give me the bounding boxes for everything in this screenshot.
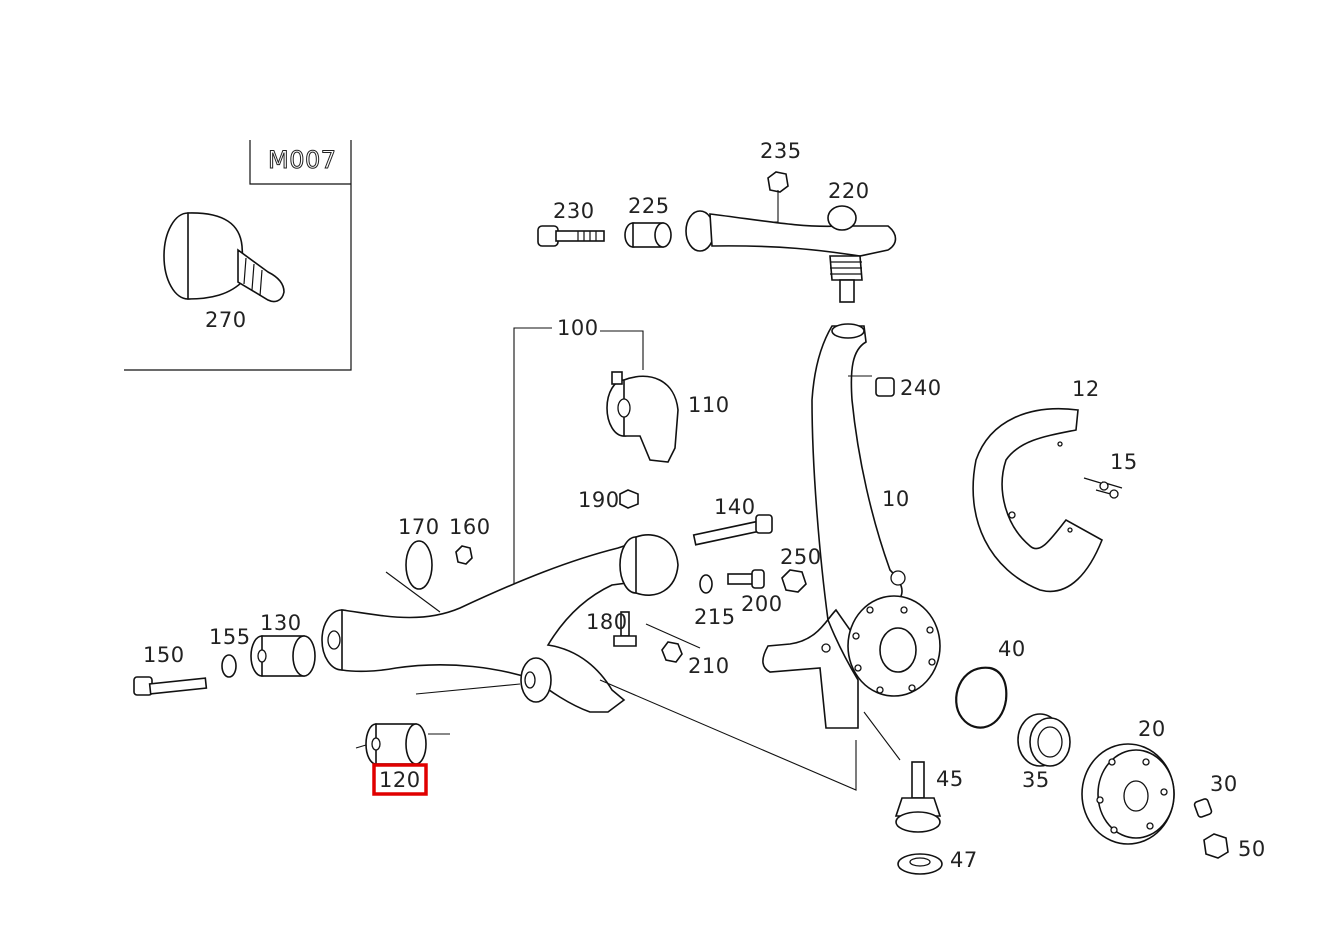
part-220-upper-control-arm[interactable] [685, 205, 897, 303]
label-230: 230 [553, 199, 595, 223]
label-20: 20 [1138, 717, 1166, 741]
label-35: 35 [1022, 768, 1050, 792]
label-110: 110 [688, 393, 730, 417]
part-50-wheel-nut[interactable] [1203, 833, 1229, 859]
label-160: 160 [449, 515, 491, 539]
part-270-cv-joint[interactable] [163, 212, 285, 303]
part-150-bolt[interactable] [133, 676, 208, 696]
part-235-nut[interactable] [767, 171, 789, 193]
part-15-screws[interactable] [1083, 477, 1123, 499]
part-160-nut[interactable] [455, 545, 473, 565]
part-190-nut[interactable] [619, 489, 639, 509]
label-15: 15 [1110, 450, 1138, 474]
knuckle-hub-flange [847, 595, 941, 697]
label-225: 225 [628, 194, 670, 218]
part-110-bushing-bracket[interactable] [606, 371, 679, 463]
label-50: 50 [1238, 837, 1266, 861]
label-10: 10 [882, 487, 910, 511]
part-40-circlip[interactable] [955, 666, 1008, 729]
label-235: 235 [760, 139, 802, 163]
label-210: 210 [688, 654, 730, 678]
part-100-lower-control-arm[interactable] [321, 534, 679, 713]
part-120-bushing[interactable] [365, 723, 427, 765]
label-250: 250 [780, 545, 822, 569]
part-170-washer[interactable] [405, 540, 433, 590]
part-215-washer[interactable] [699, 574, 713, 594]
label-47: 47 [950, 848, 978, 872]
part-35-wheel-bearing[interactable] [1017, 713, 1071, 767]
label-150: 150 [143, 643, 185, 667]
part-200-bolt[interactable] [727, 569, 765, 589]
label-220: 220 [828, 179, 870, 203]
part-155-washer[interactable] [221, 654, 237, 678]
part-250-nut[interactable] [781, 569, 807, 593]
label-215: 215 [694, 605, 736, 629]
part-30-stud[interactable] [1193, 798, 1213, 818]
part-130-bushing[interactable] [250, 635, 316, 677]
part-225-bushing[interactable] [624, 222, 672, 248]
label-270: 270 [205, 308, 247, 332]
part-20-wheel-hub[interactable] [1081, 743, 1175, 845]
part-230-bolt[interactable] [537, 225, 605, 247]
part-45-ball-joint[interactable] [894, 761, 942, 833]
label-120: 120 [379, 768, 421, 792]
label-180: 180 [586, 610, 628, 634]
part-210-nut[interactable] [661, 641, 683, 663]
label-40: 40 [998, 637, 1026, 661]
label-155: 155 [209, 625, 251, 649]
label-200: 200 [741, 592, 783, 616]
label-170: 170 [398, 515, 440, 539]
inset-code: M007 [268, 146, 337, 174]
part-10-steering-knuckle[interactable] [762, 323, 906, 729]
part-180-bolt[interactable] [613, 611, 637, 647]
label-130: 130 [260, 611, 302, 635]
label-45: 45 [936, 767, 964, 791]
label-12: 12 [1072, 377, 1100, 401]
part-12-brake-disc-shield[interactable] [972, 408, 1104, 593]
label-100: 100 [557, 316, 599, 340]
part-47-nut[interactable] [897, 853, 943, 875]
part-240-bushing[interactable] [875, 377, 895, 397]
label-240: 240 [900, 376, 942, 400]
highlight-box-120 [372, 763, 428, 796]
label-30: 30 [1210, 772, 1238, 796]
inset-box: M007 270 [124, 140, 352, 371]
part-140-bolt[interactable] [692, 514, 773, 546]
label-190: 190 [578, 488, 620, 512]
label-140: 140 [714, 495, 756, 519]
